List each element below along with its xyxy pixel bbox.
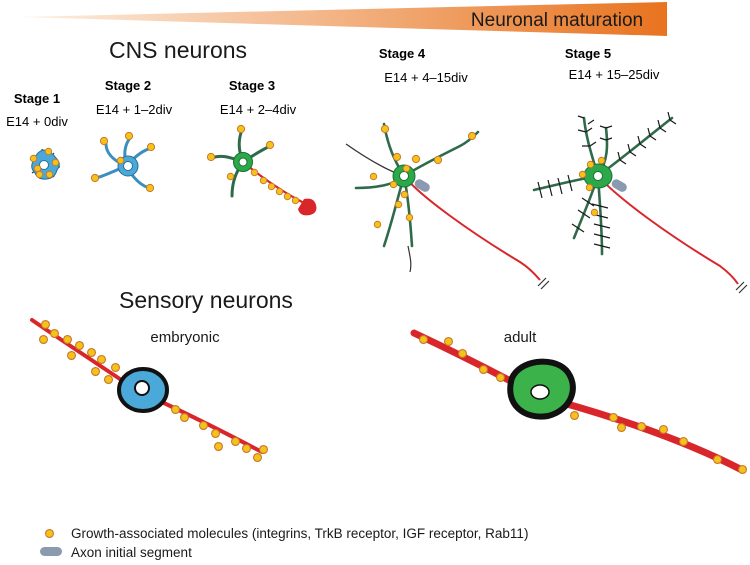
stage-2-neuron [90, 131, 156, 193]
stage-1-neuron [29, 147, 61, 180]
stage-4-name: Stage 4 [379, 46, 426, 61]
embryonic-sensory-neuron [30, 318, 269, 463]
stage-5-neuron [532, 111, 748, 294]
embryonic-label: embryonic [150, 329, 220, 346]
stage-2-name: Stage 2 [105, 78, 151, 93]
stage-3-name: Stage 3 [229, 78, 275, 93]
maturation-label: Neuronal maturation [471, 10, 643, 31]
cns-title: CNS neurons [109, 37, 247, 63]
stage-2-age: E14 + 1–2div [96, 102, 173, 117]
stage-1-age: E14 + 0div [6, 114, 68, 129]
legend-growth-molecules-label: Growth-associated molecules (integrins, … [71, 526, 528, 541]
sensory-title: Sensory neurons [119, 287, 293, 313]
legend-growth-molecules: Growth-associated molecules (integrins, … [44, 526, 528, 541]
stage-3-age: E14 + 2–4div [220, 102, 297, 117]
legend: Growth-associated molecules (integrins, … [40, 526, 528, 560]
stage-labels: Stage 1 E14 + 0div Stage 2 E14 + 1–2div … [6, 46, 660, 129]
maturation-wedge: Neuronal maturation [20, 2, 667, 36]
adult-sensory-neuron [410, 329, 748, 475]
stage-5-age: E14 + 15–25div [569, 67, 660, 82]
growth-molecule-swatch [44, 528, 55, 539]
stage-4-neuron [345, 122, 550, 290]
stage-3-neuron [206, 124, 317, 216]
adult-label: adult [504, 329, 537, 346]
legend-axon-initial-segment-label: Axon initial segment [71, 545, 192, 560]
legend-axon-initial-segment: Axon initial segment [40, 545, 192, 560]
stage-4-age: E14 + 4–15div [384, 70, 468, 85]
axon-initial-segment-swatch [40, 547, 62, 556]
stage-5-name: Stage 5 [565, 46, 611, 61]
stage-1-name: Stage 1 [14, 91, 60, 106]
